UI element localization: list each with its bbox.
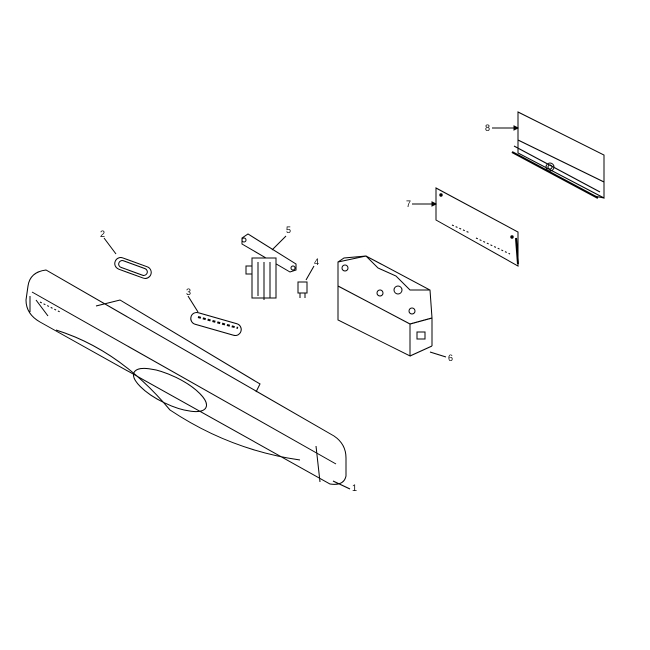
part-1-control-panel[interactable]: [25, 269, 347, 485]
callout-5: 5: [286, 225, 292, 235]
part-7-circuit-board[interactable]: [435, 187, 519, 267]
part-6-control-box[interactable]: [337, 255, 433, 357]
callout-6: 6: [448, 353, 454, 363]
leader-4: [305, 265, 315, 281]
part-3-keypad[interactable]: [189, 311, 242, 337]
callout-2: 2: [100, 229, 106, 239]
leader-5: [271, 235, 287, 251]
leader-1: [332, 480, 351, 490]
leader-3: [187, 295, 199, 313]
part-4-small-switch[interactable]: [297, 281, 308, 298]
callout-7: 7: [406, 199, 412, 209]
leader-2: [103, 237, 117, 255]
callout-1: 1: [352, 483, 358, 493]
part-8-mounting-bracket[interactable]: [511, 111, 605, 199]
callout-8: 8: [485, 123, 491, 133]
part-5-switch-bracket[interactable]: [241, 233, 297, 300]
callout-4: 4: [314, 257, 320, 267]
part-2-button-insert[interactable]: [113, 256, 153, 280]
callout-3: 3: [186, 287, 192, 297]
leader-6: [429, 351, 447, 358]
